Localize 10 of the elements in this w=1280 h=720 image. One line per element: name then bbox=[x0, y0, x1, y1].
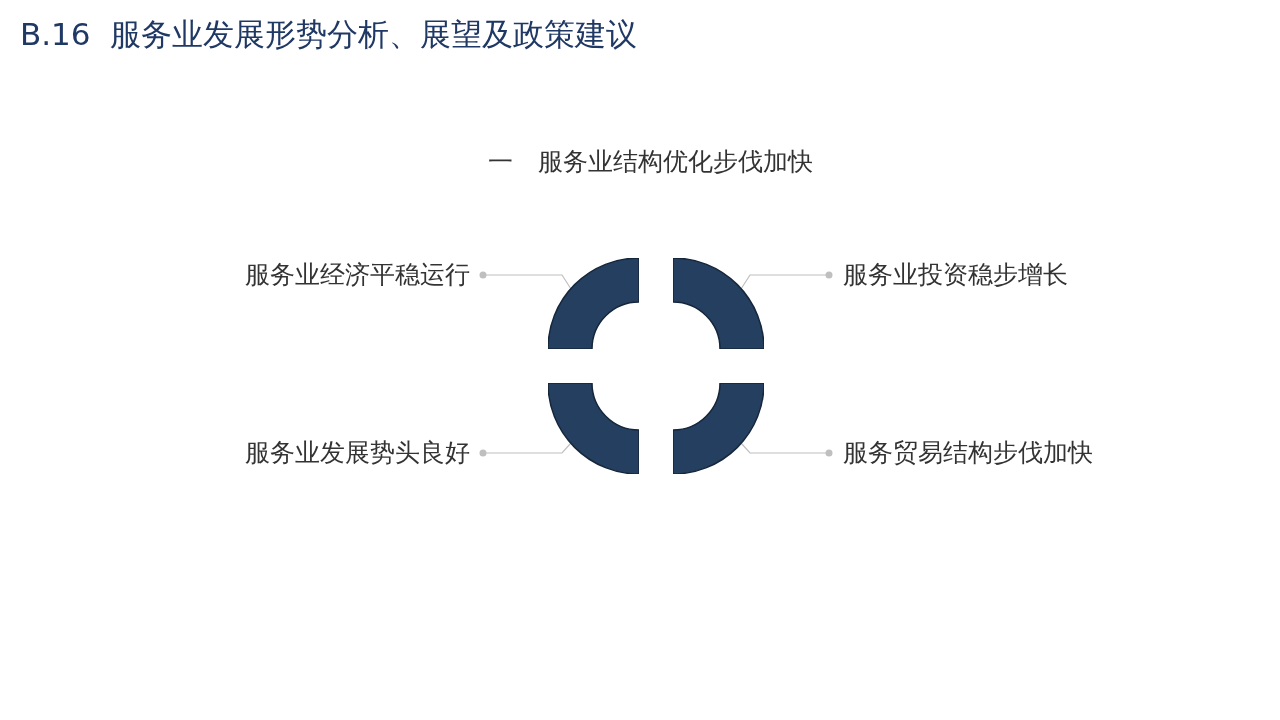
leader-line bbox=[740, 271, 833, 290]
item-label: 服务贸易结构步伐加快 bbox=[843, 437, 1093, 469]
item-label: 服务业经济平稳运行 bbox=[245, 259, 470, 291]
item-label: 服务业投资稳步增长 bbox=[843, 259, 1068, 291]
section-heading: 一 服务业结构优化步伐加快 bbox=[486, 146, 814, 178]
leader-line bbox=[740, 442, 833, 457]
slide-title: B.16 服务业发展形势分析、展望及政策建议 bbox=[20, 15, 638, 54]
leader-line bbox=[479, 271, 572, 290]
leader-line bbox=[479, 442, 572, 457]
item-label: 服务业发展势头良好 bbox=[245, 437, 470, 469]
